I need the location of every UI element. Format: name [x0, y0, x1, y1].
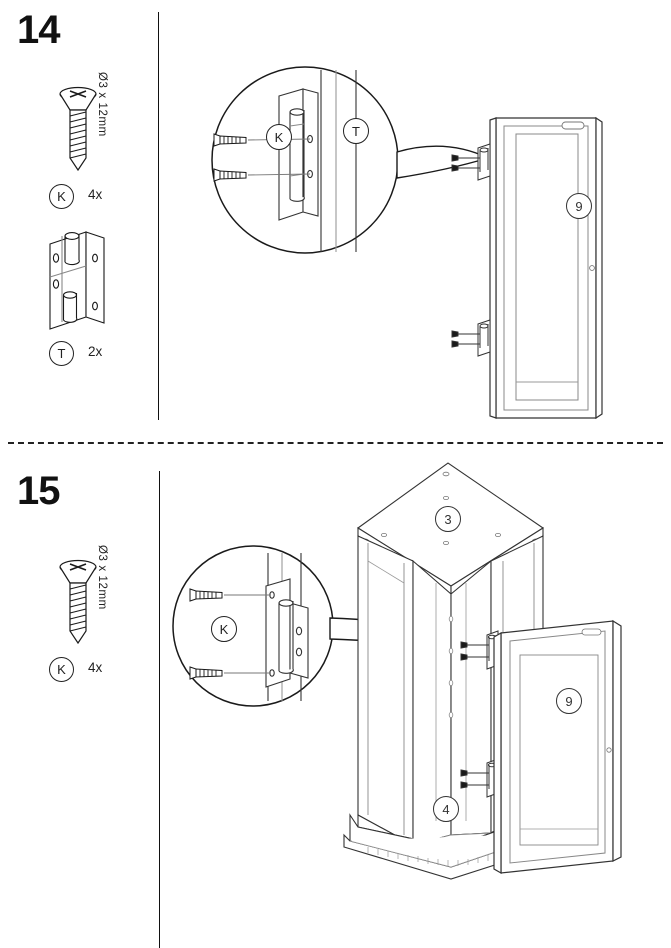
- part-code-badge: K: [49, 657, 74, 682]
- detail-and-assembly-drawing: [172, 462, 622, 880]
- detail-magnifier-circle: [172, 545, 334, 707]
- part-entry-hinge: T 2x: [0, 222, 158, 379]
- screw-illustration: Ø3 x 12mm: [0, 70, 158, 180]
- hinge-detail: [265, 578, 309, 688]
- hinge-detail: [278, 88, 319, 221]
- part-code-row: T 2x: [0, 337, 158, 379]
- step-15-drawing: K 3 9 4: [158, 443, 671, 948]
- part-code-row: K 4x: [0, 653, 158, 695]
- callout-badge-K: K: [266, 124, 292, 150]
- part-label-9: 9: [556, 688, 582, 714]
- part-code-badge: T: [49, 341, 74, 366]
- door-stile-detail: [320, 70, 357, 252]
- part-label-3: 3: [435, 506, 461, 532]
- screw-callout-lower: [213, 168, 311, 182]
- part-quantity: 2x: [88, 344, 103, 359]
- screw-dimension-label: Ø3 x 12mm: [96, 72, 108, 137]
- part-entry-screw: Ø3 x 12mm K 4x: [0, 70, 158, 222]
- assembly-step-14: 14: [0, 0, 671, 443]
- phillips-slot: [69, 563, 87, 571]
- detail-and-assembly-drawing: [211, 66, 603, 420]
- callout-badge-K: K: [211, 616, 237, 642]
- step-separator: [8, 442, 663, 444]
- parts-legend: Ø3 x 12mm K 4x: [0, 70, 158, 379]
- screw-dimension-label: Ø3 x 12mm: [96, 545, 108, 610]
- assembly-step-15: 15: [0, 443, 671, 948]
- part-code-row: K 4x: [0, 180, 158, 222]
- step-divider-line: [158, 12, 159, 420]
- step-divider-line: [159, 471, 160, 948]
- screw-callout-lower: [189, 666, 271, 680]
- callout-badge-T: T: [343, 118, 369, 144]
- door-hinge-lower: [451, 319, 491, 357]
- step-number: 15: [17, 469, 60, 513]
- part-entry-screw: Ø3 x 12mm K 4x: [0, 543, 158, 695]
- detail-leader-cone: [396, 145, 490, 179]
- part-quantity: 4x: [88, 187, 103, 202]
- part-label-4: 4: [433, 796, 459, 822]
- parts-legend: Ø3 x 12mm K 4x: [0, 543, 158, 695]
- door-assembly: [493, 619, 622, 875]
- hinge-icon: [49, 231, 105, 330]
- door-hinge-upper: [451, 143, 491, 181]
- step-14-drawing: K T 9: [158, 0, 671, 443]
- door-assembly: [489, 116, 603, 420]
- step-number: 14: [17, 8, 60, 52]
- screw-icon: [59, 559, 97, 645]
- part-code-badge: K: [49, 184, 74, 209]
- screw-illustration: Ø3 x 12mm: [0, 543, 158, 653]
- hinge-illustration: [0, 222, 158, 337]
- part-quantity: 4x: [88, 660, 103, 675]
- screw-callout-upper: [213, 133, 311, 147]
- phillips-slot: [69, 90, 87, 98]
- screw-icon: [59, 86, 97, 172]
- screw-callout-upper: [189, 588, 271, 602]
- part-label-9: 9: [566, 193, 592, 219]
